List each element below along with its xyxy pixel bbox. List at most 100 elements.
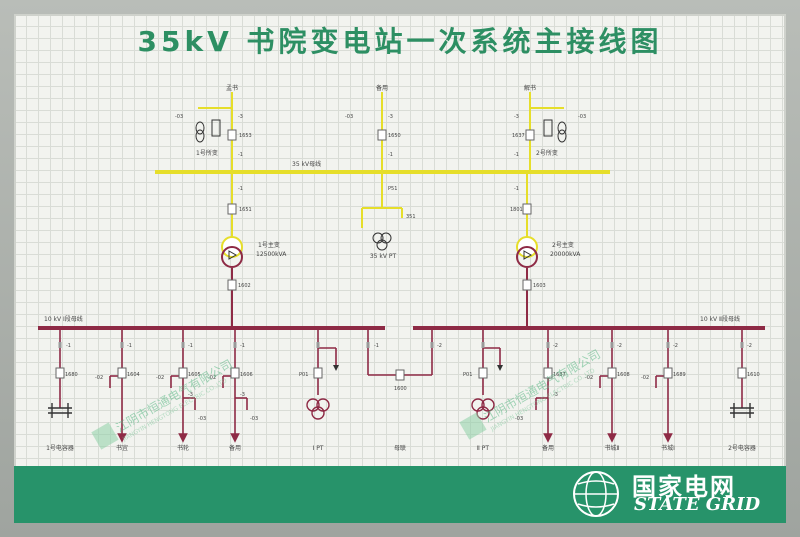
station-transformer-1-icon [195,119,221,143]
state-grid-globe-icon [573,471,619,517]
bus-10kv-1-label: 10 kV Ⅰ段母线 [44,315,83,323]
capacitor-1-icon [48,403,72,418]
breaker-1651 [227,203,237,215]
main-transformer-2-icon [516,236,538,268]
breaker-1650 [377,129,387,141]
label-1650: 1650 [388,133,401,139]
label-1653: 1653 [239,133,252,139]
code-tie-2: -2 [437,343,442,349]
label-351: 351 [406,214,416,220]
fuse-p01-2 [478,367,488,379]
label-left-03: -03 [175,114,183,120]
t2-sw-1: -1 [514,186,519,192]
breaker-1653 [227,129,237,141]
breaker-1600 [395,369,405,381]
capacitor-2-icon [730,403,754,418]
code-f8-2: -2 [553,343,558,349]
code-f8-03: -03 [515,416,523,422]
code-f8-3: -3 [553,392,558,398]
fuse-p01-1 [313,367,323,379]
brand-band [14,466,786,523]
code-f9-2: -2 [617,343,622,349]
code-1605: 1605 [188,372,201,378]
breaker-1680 [55,367,65,379]
label-1651: 1651 [239,207,252,213]
svg-text:江阴市恒通电气有限公司: 江阴市恒通电气有限公司 [113,356,235,435]
station-transformer-2-icon [543,119,567,143]
pt-35kv-icon [372,232,392,251]
main-transformer-1-icon [221,236,243,268]
line-label-mid: 备用 [376,84,388,92]
feeder-name-capacitor-1: 1号电容器 [46,444,74,452]
code-f3-03: -03 [198,416,206,422]
diagram-title: 35kV 书院变电站一次系统主接线图 [137,25,663,58]
code-1604: 1604 [127,372,140,378]
code-1610: 1610 [747,372,760,378]
label-right-3: -3 [514,114,519,120]
breaker-1801 [522,203,532,215]
pt-1-icon [306,398,330,420]
code-f3-1: -1 [188,343,193,349]
code-f2-1: -1 [127,343,132,349]
breaker-1610 [737,367,747,379]
code-f4-3: -3 [240,392,245,398]
code-f2-02: -02 [95,375,103,381]
breaker-1604 [117,367,127,379]
code-f3-02: -02 [156,375,164,381]
label-mid-1: -1 [388,152,393,158]
label-right-1: -1 [514,152,519,158]
breaker-1606 [230,367,240,379]
label-left-3: -3 [238,114,243,120]
watermark-left: 江阴市恒通电气有限公司 JIANGYIN HENGTONG ELECTRIC C… [91,356,235,450]
feeder-name-shucheng-1: 书城Ⅰ [661,444,675,452]
code-f11-2: -2 [747,343,752,349]
code-1608: 1608 [617,372,630,378]
breaker-1602 [227,279,237,291]
code-f1-1: -1 [66,343,71,349]
t2-capacity: 20000kVA [550,251,581,258]
feeder-name-pt1: Ⅰ PT [313,445,324,452]
brand-name-en: STATE GRID [634,494,761,515]
label-left-1: -1 [238,152,243,158]
label-p51: P51 [388,186,397,192]
station-tx-1-label: 1号所变 [196,149,218,157]
feeder-name-pt2: Ⅱ PT [477,445,489,452]
code-1637: 1637 [553,372,566,378]
brand-name-cn: 国家电网 [632,473,736,501]
code-1606: 1606 [240,372,253,378]
breaker-1689 [663,367,673,379]
code-f10-02: -02 [641,375,649,381]
t1-name: 1号主变 [258,241,280,249]
t1-sw-1: -1 [238,186,243,192]
code-f9-02: -02 [585,375,593,381]
code-f3-3: -3 [188,392,193,398]
breaker-1605 [178,367,188,379]
watermark-right: 江阴市恒通电气有限公司 JIANGYIN HENGTONG ELECTRIC C… [459,346,603,440]
t2-name: 2号主变 [552,241,574,249]
line-label-left: 孟书 [226,84,238,92]
t1-capacity: 12500kVA [256,251,287,258]
feeder-name-capacitor-2: 2号电容器 [728,444,756,452]
feeder-name-shucheng-2: 书城Ⅱ [605,444,620,452]
code-tie-1: -1 [374,343,379,349]
breaker-1637 [543,367,553,379]
feeder-name-shulun: 书轮 [177,444,189,452]
code-f10-2: -2 [673,343,678,349]
line-label-right: 解书 [524,84,536,92]
code-f4-1: -1 [240,343,245,349]
label-1603: 1603 [533,283,546,289]
feeder-name-spare-1: 备用 [229,444,241,452]
code-f4-03: -03 [250,416,258,422]
arrester-icon [333,365,503,371]
code-1600: 1600 [394,386,407,392]
pt-35kv-label: 35 kV PT [370,253,397,260]
feeder-name-spare-2: 备用 [542,444,554,452]
breaker-1637 [525,129,535,141]
code-p01-2: P01 [463,372,472,378]
breaker-1608 [607,367,617,379]
label-1801: 1801 [510,207,523,213]
bus-10kv-2-label: 10 kV Ⅱ段母线 [700,315,740,323]
code-f4-02: -02 [208,375,216,381]
label-1602: 1602 [238,283,251,289]
